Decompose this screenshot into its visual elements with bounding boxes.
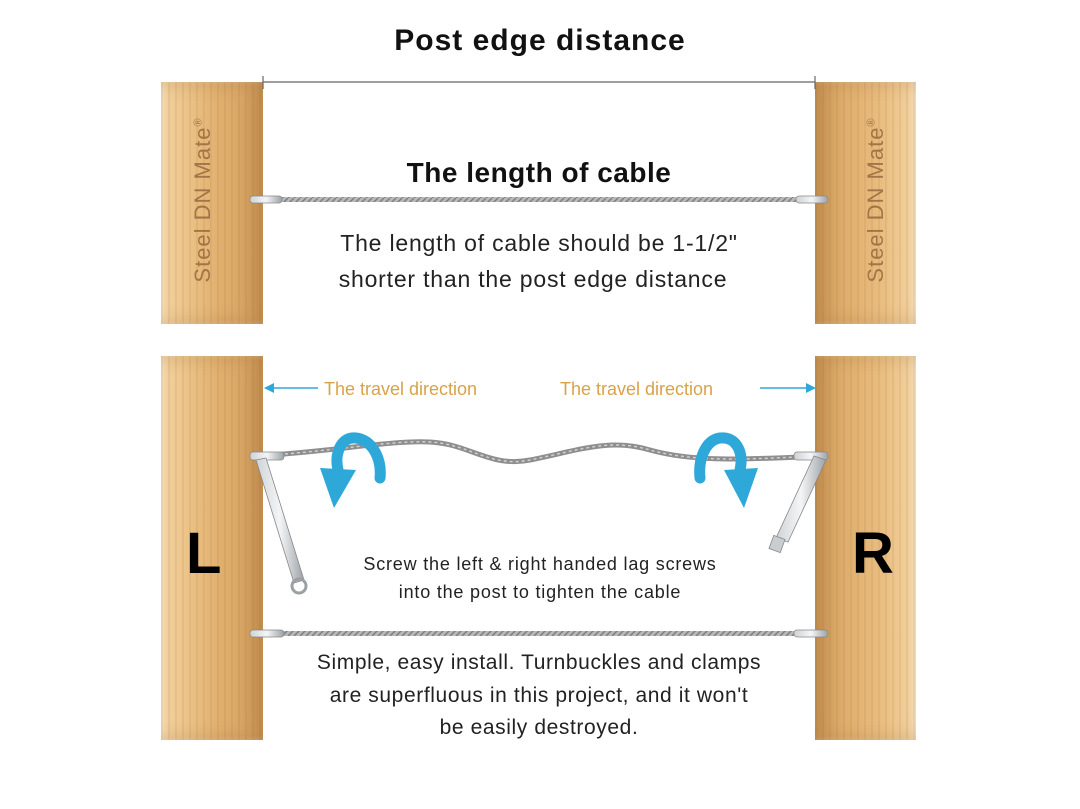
left-post-bottom — [161, 356, 263, 740]
summary-line3: be easily destroyed. — [439, 716, 639, 739]
direction-arrow-icon — [264, 383, 318, 393]
right-post-bottom — [815, 356, 916, 740]
summary-line1: Simple, easy install. Turnbuckles and cl… — [316, 651, 762, 674]
slack-cable — [249, 439, 829, 465]
cable-length-note-line2: shorter than the post edge distance — [338, 266, 728, 292]
travel-direction-label-right: The travel direction — [560, 379, 714, 399]
right-handed-label: R — [852, 521, 894, 586]
cable-length-title: The length of cable — [406, 157, 672, 188]
left-post-top — [161, 82, 263, 324]
bottom-cable — [249, 629, 829, 638]
diagram-heading: Post edge distance — [394, 24, 686, 57]
instruction-line2: into the post to tighten the cable — [398, 582, 682, 602]
left-handed-label: L — [186, 521, 222, 586]
top-cable — [249, 195, 829, 204]
lag-screw-icon — [768, 455, 827, 554]
instruction-line1: Screw the left & right handed lag screws — [363, 554, 717, 574]
post-edge-dimension-line — [262, 76, 816, 89]
lag-screw-icon — [255, 457, 308, 595]
cable-length-note-line1: The length of cable should be 1-1/2" — [340, 230, 738, 256]
rotate-arrow-icon — [694, 432, 758, 508]
summary-line2: are superfluous in this project, and it … — [329, 684, 749, 707]
direction-arrow-icon — [760, 383, 816, 393]
right-post-top — [815, 82, 916, 324]
rotate-arrow-icon — [320, 432, 386, 508]
travel-direction-label-left: The travel direction — [324, 379, 478, 399]
